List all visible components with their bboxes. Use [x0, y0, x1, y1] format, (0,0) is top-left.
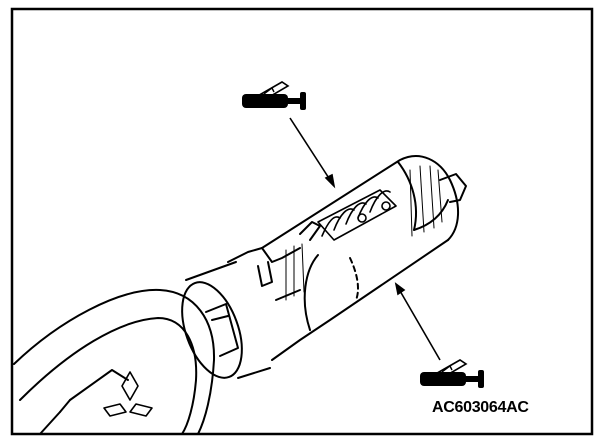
tumbler-wafers [317, 189, 397, 241]
key-head [13, 288, 216, 435]
figure-border [10, 7, 594, 436]
three-diamond-logo-icon [103, 371, 153, 417]
cylinder-flange [181, 261, 271, 379]
cylinder-rear-cap [439, 173, 467, 203]
grease-gun-icon [242, 81, 306, 110]
cylinder-body [227, 155, 460, 361]
shading-hatch [285, 165, 443, 301]
pointer-upper [289, 117, 336, 189]
figure-code: AC603064AC [432, 399, 529, 416]
key-cylinder-illustration [13, 155, 467, 435]
grease-gun-icon [420, 359, 484, 388]
key-blade [205, 303, 239, 357]
pointer-lower [394, 282, 441, 361]
